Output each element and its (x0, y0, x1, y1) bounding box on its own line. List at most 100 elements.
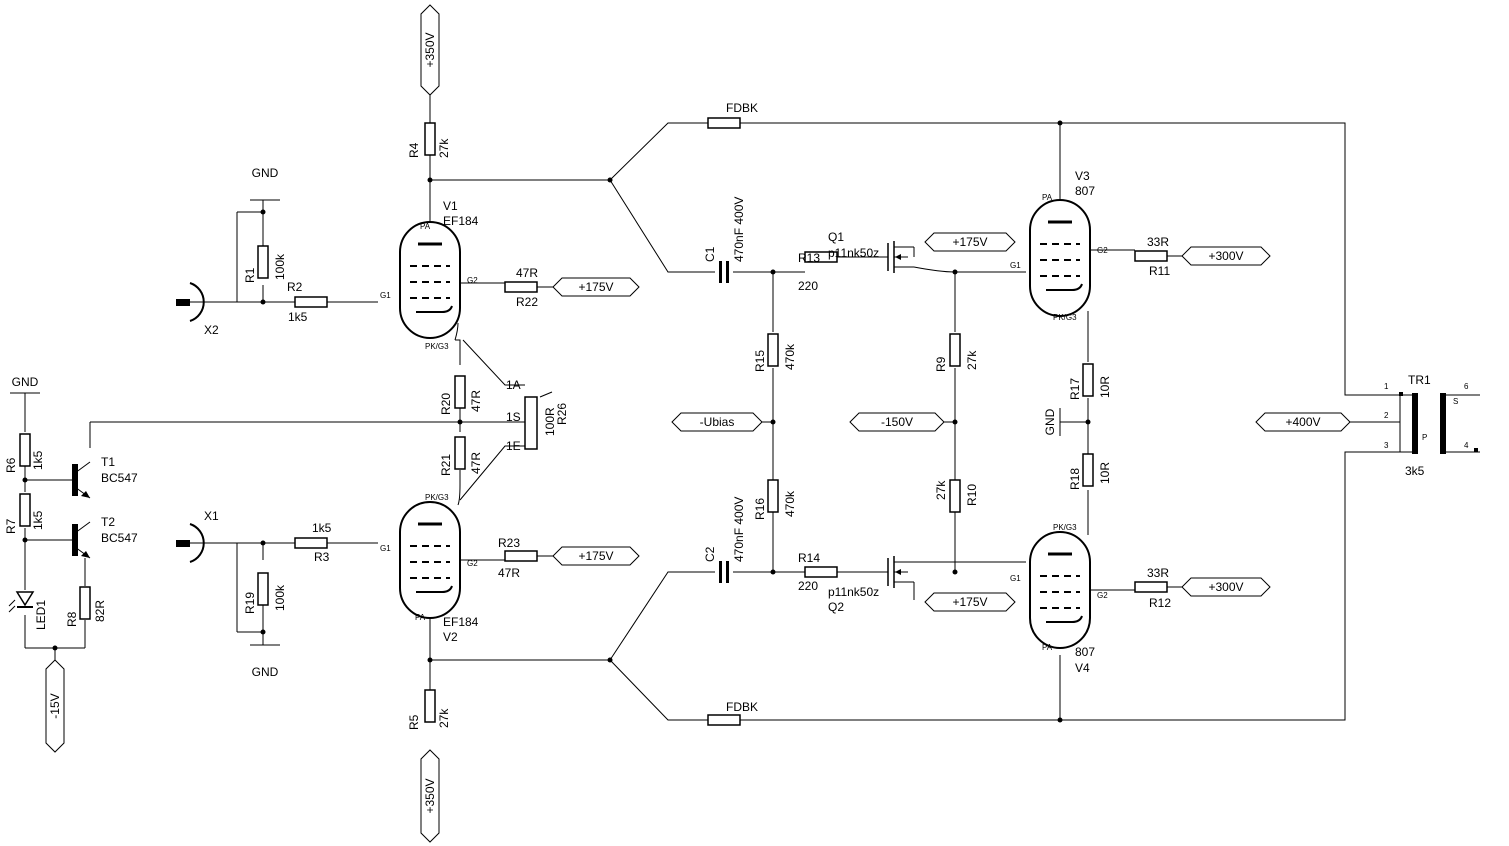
label: 100R (543, 407, 557, 436)
label: 27k (437, 708, 451, 728)
junction-dot (952, 269, 958, 275)
label: GND (12, 375, 39, 389)
junction-dot (1057, 717, 1063, 723)
resistor-r6 (19, 433, 31, 467)
label: PK/G3 (1053, 313, 1077, 322)
junction-dot (427, 657, 433, 663)
label: 47R (498, 566, 520, 580)
resistor-r21 (454, 436, 466, 470)
label: Q1 (828, 230, 844, 244)
label: 27k (965, 350, 979, 370)
label: 220 (798, 579, 818, 593)
tube-v2 (399, 501, 461, 619)
resistor-r2 (294, 296, 328, 308)
label: 1k5 (31, 510, 45, 530)
label: R7 (4, 518, 18, 534)
label: 3k5 (1405, 464, 1425, 478)
tube-v3 (1029, 199, 1091, 317)
rail-flag-350v-bottom-label: +350V (423, 778, 437, 813)
label: R5 (407, 714, 421, 730)
label: BC547 (101, 531, 138, 545)
label: 33R (1147, 566, 1169, 580)
label: 1k5 (288, 310, 308, 324)
label: P (1422, 433, 1427, 442)
wire-3 (190, 200, 297, 303)
junction-dot (22, 477, 28, 483)
label: PA (420, 222, 431, 231)
potentiometer-r26 (524, 396, 538, 450)
junction-dot (770, 269, 776, 275)
rail-flag-350v-bottom (420, 749, 440, 843)
label: PK/G3 (425, 342, 449, 351)
tube-v4 (1029, 531, 1091, 649)
led1 (8, 591, 35, 613)
tube-v1 (399, 221, 461, 339)
resistor-r13 (804, 251, 838, 263)
label: R13 (798, 251, 820, 265)
label: G2 (467, 276, 478, 285)
rail-flag-175v-v2-label: +175V (578, 549, 613, 563)
wire-12 (609, 179, 888, 332)
resistor-r22 (504, 281, 538, 293)
junction-dot (52, 645, 58, 651)
rail-flag-400v (1255, 412, 1351, 432)
wire-15 (762, 368, 774, 495)
label: 2 (1384, 411, 1389, 420)
label-layer: +350V+350V-15V+175V+175V+175V+175V+300V+… (4, 32, 1469, 813)
wire-14 (609, 510, 888, 661)
label: R8 (65, 611, 79, 627)
label: V2 (443, 630, 458, 644)
label: 82R (93, 600, 107, 622)
label: G1 (1010, 261, 1021, 270)
junction-dot (457, 419, 463, 425)
resistor-r18 (1082, 453, 1094, 487)
junction-dot (260, 629, 266, 635)
rail-flag-ubias (671, 412, 763, 432)
rail-flag-300v-v3 (1181, 246, 1271, 266)
label: C2 (703, 546, 717, 562)
wire-13 (609, 451, 1400, 721)
wire-17 (913, 561, 1026, 600)
resistor-r14 (804, 566, 838, 578)
label: 10R (1098, 376, 1112, 398)
transformer-tr1 (1399, 392, 1478, 454)
label: R19 (243, 592, 257, 614)
label: T1 (101, 455, 115, 469)
rail-flag-neg15v (45, 659, 65, 753)
label: Q2 (828, 600, 844, 614)
label: T2 (101, 515, 115, 529)
label: 47R (469, 452, 483, 474)
wire-18 (1059, 123, 1182, 535)
label: 47R (516, 266, 538, 280)
junction-dot (260, 299, 266, 305)
rail-flag-175v-v2 (552, 546, 640, 566)
label: V3 (1075, 169, 1090, 183)
label: R20 (439, 393, 453, 415)
label: G2 (467, 559, 478, 568)
label: 33R (1147, 235, 1169, 249)
label: G1 (380, 544, 391, 553)
wire-layer (22, 95, 1480, 723)
resistor-r17 (1082, 363, 1094, 397)
label: X1 (204, 509, 219, 523)
label: V4 (1075, 661, 1090, 675)
junction-dot (1057, 120, 1063, 126)
capacitor-c2 (719, 561, 729, 583)
junction-dot (260, 209, 266, 215)
junction-dot (1085, 419, 1091, 425)
label: 470nF 400V (732, 197, 746, 262)
mosfet-q2 (887, 556, 914, 588)
label: 3 (1384, 441, 1389, 450)
label: 100k (273, 584, 287, 611)
rail-flag-300v-v4 (1181, 577, 1271, 597)
label: X2 (204, 323, 219, 337)
label: 470k (783, 490, 797, 517)
resistor-r12 (1134, 581, 1168, 593)
rail-flag-neg15v-label: -15V (48, 693, 62, 718)
label: 4 (1464, 441, 1469, 450)
resistor-r20 (454, 375, 466, 409)
label: 807 (1075, 645, 1095, 659)
wire-4 (190, 542, 297, 645)
mosfet-q1 (887, 241, 914, 273)
